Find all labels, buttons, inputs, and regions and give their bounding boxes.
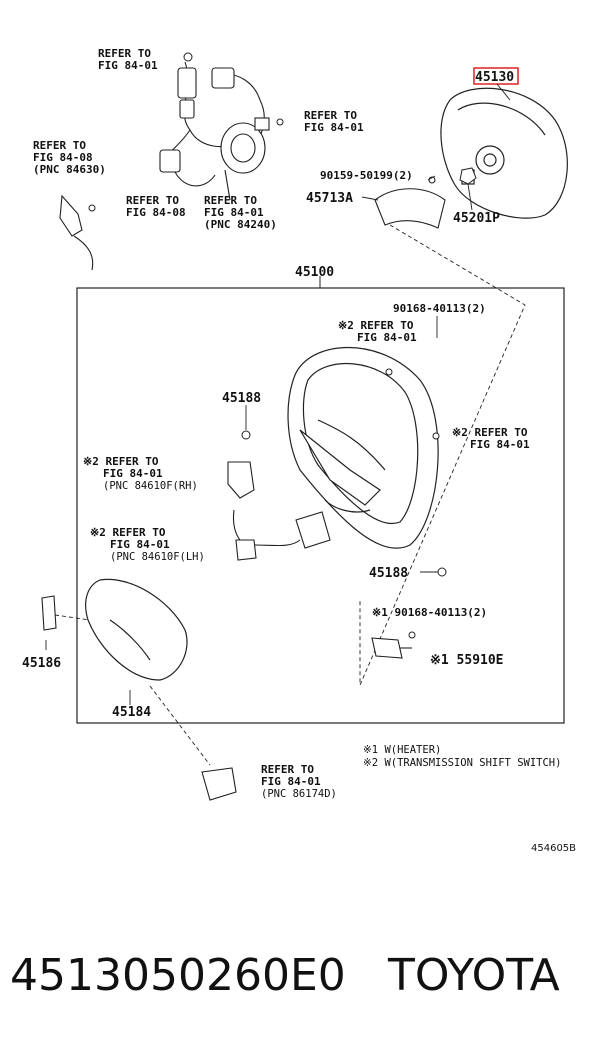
svg-text:※2 REFER TO: ※2 REFER TO — [90, 526, 166, 539]
svg-text:REFER TO: REFER TO — [126, 194, 179, 207]
parts-diagram: REFER TO FIG 84-01 REFER TO FIG 84-01 RE… — [22, 47, 576, 854]
label-45100: 45100 — [295, 265, 334, 280]
svg-text:FIG 84-01: FIG 84-01 — [103, 467, 163, 480]
svg-text:FIG 84-01: FIG 84-01 — [261, 775, 321, 788]
svg-text:FIG 84-01: FIG 84-01 — [304, 121, 364, 134]
label-45201p: 45201P — [453, 211, 500, 226]
svg-text:(PNC 84240): (PNC 84240) — [204, 218, 277, 231]
brand-name: TOYOTA — [388, 950, 560, 1001]
svg-text:FIG 84-01: FIG 84-01 — [470, 438, 530, 451]
label-refer-84-08: REFER TO FIG 84-08 — [126, 194, 186, 219]
label-45713a: 45713A — [306, 191, 353, 206]
label-refer-86174d: REFER TO FIG 84-01 (PNC 86174D) — [261, 763, 337, 800]
footnote-2: ※2 W(TRANSMISSION SHIFT SWITCH) — [363, 757, 561, 769]
label-refer-84-01-mid: ※2 REFER TO FIG 84-01 — [338, 319, 417, 344]
lower-cover-45184 — [85, 578, 188, 681]
svg-text:(PNC 86174D): (PNC 86174D) — [261, 788, 337, 800]
label-refer-84-01-spiral: REFER TO FIG 84-01 — [304, 109, 364, 134]
drawing-code: 454605B — [531, 843, 576, 854]
label-45188-bottom: 45188 — [369, 566, 408, 581]
svg-text:(PNC 84610F(RH): (PNC 84610F(RH) — [103, 480, 198, 492]
svg-text:REFER TO: REFER TO — [33, 139, 86, 152]
guide-lines — [54, 224, 526, 766]
label-45186: 45186 — [22, 656, 61, 671]
svg-text:FIG 84-01: FIG 84-01 — [357, 331, 417, 344]
svg-text:FIG 84-01: FIG 84-01 — [98, 59, 158, 72]
label-45130: 45130 — [475, 70, 514, 85]
switch-86174d — [201, 767, 237, 801]
steering-wheel — [287, 347, 439, 549]
svg-text:(PNC 84630): (PNC 84630) — [33, 163, 106, 176]
shift-switch-lh — [232, 509, 331, 561]
cover-45713a — [374, 176, 446, 229]
bracket-45186 — [41, 595, 57, 631]
label-55910e: ※1 55910E — [430, 653, 504, 668]
svg-text:※2 REFER TO: ※2 REFER TO — [452, 426, 528, 439]
spiral-cable-assembly — [159, 61, 270, 201]
horn-switch-cable — [59, 194, 94, 271]
svg-text:REFER TO: REFER TO — [204, 194, 257, 207]
shift-switch-rh — [227, 461, 255, 499]
svg-text:(PNC 84610F(LH): (PNC 84610F(LH) — [110, 551, 205, 563]
svg-text:REFER TO: REFER TO — [98, 47, 151, 60]
screw-icon — [241, 368, 447, 639]
nut-icon — [459, 167, 477, 185]
label-90159: 90159-50199(2) — [320, 169, 413, 182]
label-refer-84-01-top: REFER TO FIG 84-01 — [98, 47, 158, 72]
svg-text:FIG 84-01: FIG 84-01 — [110, 538, 170, 551]
svg-text:FIG 84-08: FIG 84-08 — [33, 151, 93, 164]
label-90168-bottom: ※1 90168-40113(2) — [372, 606, 487, 619]
heater-connector — [371, 637, 412, 659]
svg-text:※2 REFER TO: ※2 REFER TO — [338, 319, 414, 332]
footnote-1: ※1 W(HEATER) — [363, 744, 441, 756]
svg-text:※2 REFER TO: ※2 REFER TO — [83, 455, 159, 468]
leader-lines — [45, 83, 511, 705]
highlight-box-45130 — [473, 67, 519, 85]
screw-icon — [88, 52, 284, 212]
svg-text:REFER TO: REFER TO — [261, 763, 314, 776]
svg-text:FIG 84-08: FIG 84-08 — [126, 206, 186, 219]
svg-text:FIG 84-01: FIG 84-01 — [204, 206, 264, 219]
svg-text:REFER TO: REFER TO — [304, 109, 357, 122]
caption: 4513050260E0 TOYOTA — [0, 950, 600, 1020]
label-90168-top: 90168-40113(2) — [393, 302, 486, 315]
label-refer-84-01-right: ※2 REFER TO FIG 84-01 — [452, 426, 530, 451]
label-refer-84-08-pnc: REFER TO FIG 84-08 (PNC 84630) — [33, 139, 106, 176]
label-refer-84610f-rh: ※2 REFER TO FIG 84-01 (PNC 84610F(RH) — [83, 455, 198, 492]
label-refer-84240: REFER TO FIG 84-01 (PNC 84240) — [204, 194, 277, 231]
part-number: 4513050260E0 — [10, 950, 346, 1001]
label-45184: 45184 — [112, 705, 151, 720]
label-refer-84610f-lh: ※2 REFER TO FIG 84-01 (PNC 84610F(LH) — [90, 526, 205, 563]
airbag-assembly — [440, 87, 568, 219]
label-45188-top: 45188 — [222, 391, 261, 406]
